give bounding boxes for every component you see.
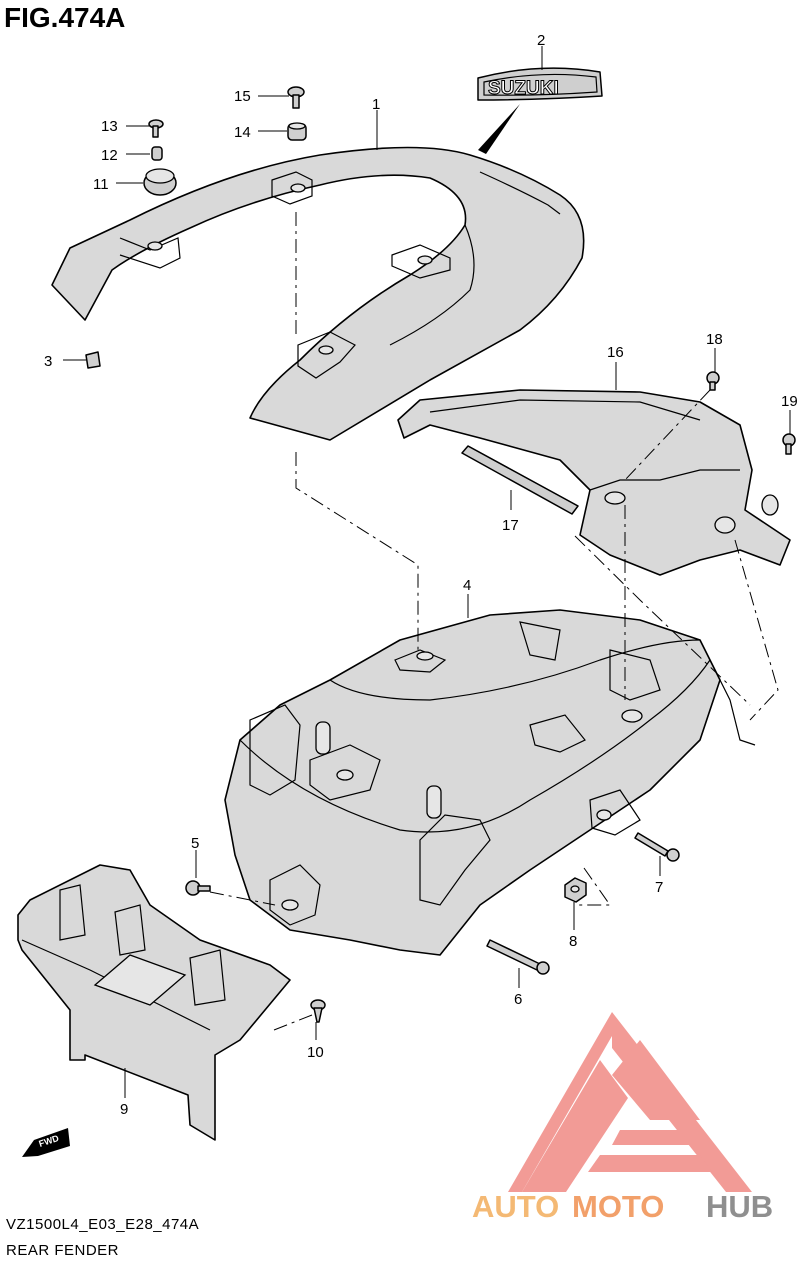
callout-18: 18 xyxy=(706,331,723,348)
callout-19: 19 xyxy=(781,393,798,410)
bolt-6 xyxy=(486,939,550,975)
grommet-14 xyxy=(287,122,307,141)
callout-16: 16 xyxy=(607,344,624,361)
bolt-5 xyxy=(185,880,211,896)
mud-guard xyxy=(17,864,291,1141)
screw-18 xyxy=(706,371,720,391)
callout-15: 15 xyxy=(234,88,251,105)
clip-10 xyxy=(310,999,326,1023)
callout-13: 13 xyxy=(101,118,118,135)
spacer-12 xyxy=(151,146,163,161)
suzuki-emblem-text: SUZUKI xyxy=(488,78,559,99)
nut-8 xyxy=(564,877,587,903)
cushion-11 xyxy=(143,168,177,196)
watermark-word-hub: HUB xyxy=(706,1189,773,1224)
direction-badge: FWD xyxy=(22,1128,70,1157)
callout-1: 1 xyxy=(372,96,380,113)
callout-4: 4 xyxy=(463,577,471,594)
seal-strip xyxy=(461,445,579,515)
suzuki-emblem: SUZUKI xyxy=(477,67,603,101)
rear-fender-cover xyxy=(397,389,791,576)
callout-6: 6 xyxy=(514,991,522,1008)
callout-8: 8 xyxy=(569,933,577,950)
bolt-7 xyxy=(634,832,680,862)
callout-12: 12 xyxy=(101,147,118,164)
screw-13 xyxy=(148,119,164,138)
callout-leaders xyxy=(63,46,791,1098)
screw-15 xyxy=(287,86,305,109)
cushion-3 xyxy=(85,351,101,369)
callout-17: 17 xyxy=(502,517,519,534)
callout-2: 2 xyxy=(537,32,545,49)
callout-3: 3 xyxy=(44,353,52,370)
callout-7: 7 xyxy=(655,879,663,896)
watermark-logo xyxy=(508,1012,752,1192)
rear-fender xyxy=(224,609,756,956)
callout-5: 5 xyxy=(191,835,199,852)
figure-caption: REAR FENDER xyxy=(6,1242,120,1259)
assembly-lines xyxy=(209,212,779,1031)
callout-14: 14 xyxy=(234,124,251,141)
screw-19 xyxy=(782,433,796,455)
seat-tail-cover xyxy=(51,146,585,441)
model-code: VZ1500L4_E03_E28_474A xyxy=(6,1216,200,1233)
callout-10: 10 xyxy=(307,1044,324,1061)
watermark-word-moto: MOTO xyxy=(572,1189,664,1224)
figure-title: FIG.474A xyxy=(4,2,126,33)
emblem-pointer-arrow xyxy=(478,104,520,154)
callout-11: 11 xyxy=(93,176,109,193)
watermark-word-auto: AUTO xyxy=(472,1189,559,1224)
callout-9: 9 xyxy=(120,1101,128,1118)
